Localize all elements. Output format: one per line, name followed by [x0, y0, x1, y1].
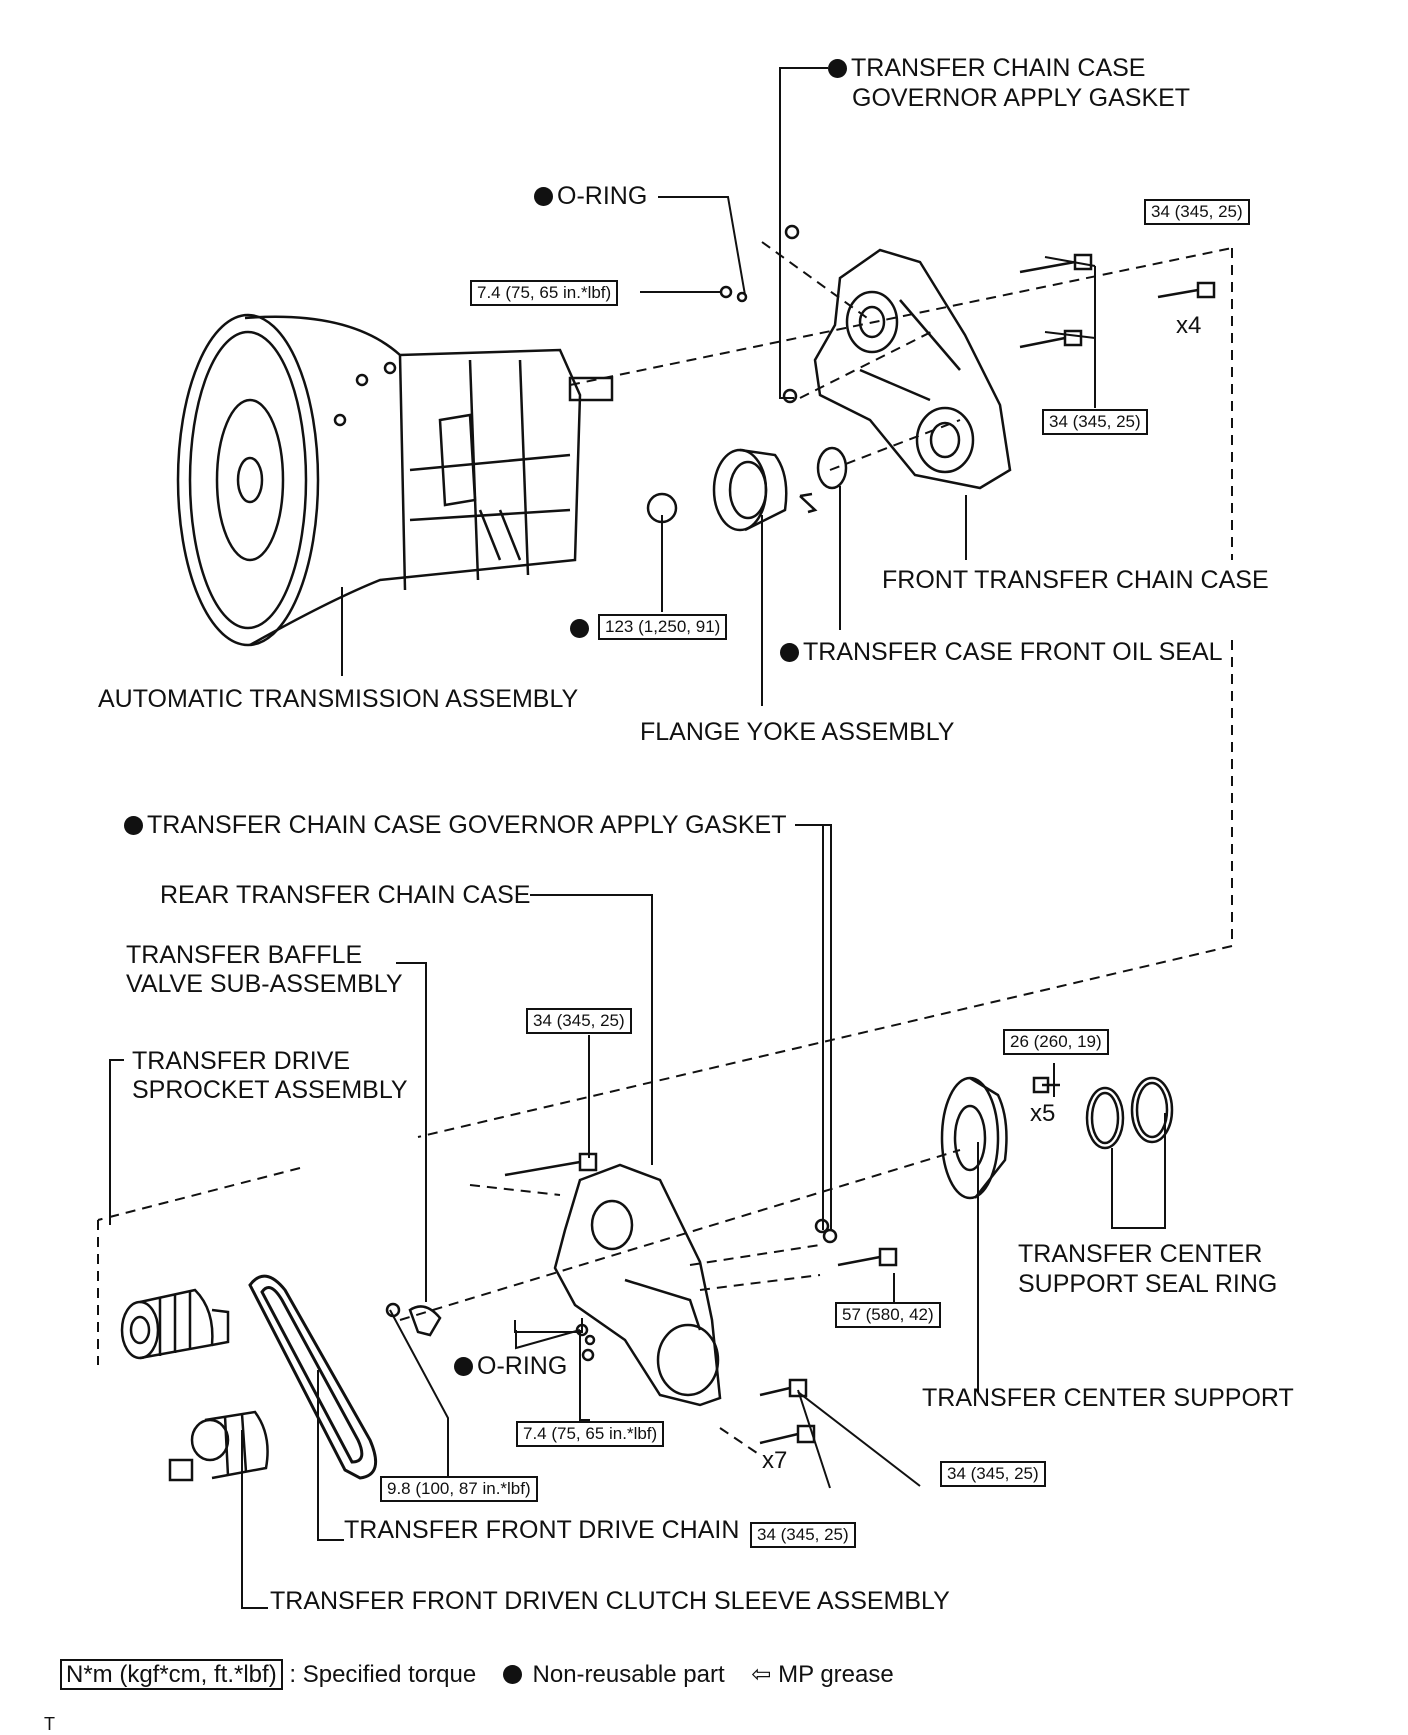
front-case-bolts-drawing: [1019, 253, 1216, 349]
nonreusable-flange-nut: [570, 614, 593, 643]
qty-x5: x5: [1030, 1100, 1056, 1127]
label-o-ring-bottom: O-RING: [454, 1352, 567, 1381]
rear-chain-case-drawing: [385, 1163, 838, 1407]
label-rear-case: REAR TRANSFER CHAIN CASE: [160, 881, 531, 909]
torque-center-support-bolts: 26 (260, 19): [1003, 1029, 1109, 1055]
torque-flange-nut: 123 (1,250, 91): [598, 614, 728, 640]
automatic-transmission-drawing: [176, 313, 614, 647]
nonreusable-dot-icon: [454, 1357, 473, 1376]
alignment-lines: [97, 241, 1233, 1456]
label-auto-trans: AUTOMATIC TRANSMISSION ASSEMBLY: [98, 685, 579, 713]
label-front-oil-seal: TRANSFER CASE FRONT OIL SEAL: [780, 638, 1223, 667]
leader-lines: [109, 67, 1166, 1609]
label-drive-sprocket-line2: SPROCKET ASSEMBLY: [132, 1076, 408, 1104]
label-center-support: TRANSFER CENTER SUPPORT: [922, 1384, 1294, 1412]
torque-rear-bolt-bottom: 34 (345, 25): [750, 1522, 856, 1548]
nonreusable-dot-icon: [534, 187, 553, 206]
label-o-ring-top: O-RING: [534, 182, 647, 211]
label-gasket-mid: TRANSFER CHAIN CASE GOVERNOR APPLY GASKE…: [124, 811, 787, 840]
legend-grease-text: MP grease: [778, 1661, 894, 1688]
qty-x7: x7: [762, 1447, 788, 1474]
legend: N*m (kgf*cm, ft.*lbf) : Specified torque…: [60, 1659, 894, 1690]
label-clutch-sleeve: TRANSFER FRONT DRIVEN CLUTCH SLEEVE ASSE…: [270, 1587, 950, 1615]
label-seal-ring: TRANSFER CENTER: [1018, 1240, 1263, 1268]
nonreusable-dot-icon: [780, 643, 799, 662]
torque-top-right: 34 (345, 25): [1144, 199, 1250, 225]
label-seal-ring-line2: SUPPORT SEAL RING: [1018, 1270, 1278, 1298]
torque-o-ring-plug-bottom: 7.4 (75, 65 in.*lbf): [516, 1421, 665, 1447]
legend-torque-text: : Specified torque: [289, 1661, 477, 1688]
drive-sprocket-drawing: [120, 1288, 230, 1360]
label-drive-sprocket: TRANSFER DRIVE: [132, 1047, 351, 1075]
torque-front-case-bolts: 34 (345, 25): [1042, 409, 1148, 435]
label-front-case: FRONT TRANSFER CHAIN CASE: [882, 566, 1269, 594]
label-gasket-top: TRANSFER CHAIN CASE: [828, 54, 1145, 83]
torque-rear-bolt-top: 34 (345, 25): [526, 1008, 632, 1034]
clutch-sleeve-drawing: [168, 1410, 269, 1482]
nonreusable-dot-icon: [570, 619, 589, 638]
front-chain-case-drawing: [719, 224, 1012, 490]
flange-parts-drawing: [646, 446, 848, 532]
torque-baffle-bolt: 9.8 (100, 87 in.*lbf): [380, 1476, 538, 1502]
label-gasket-top-line2: GOVERNOR APPLY GASKET: [852, 84, 1191, 112]
label-drive-chain: TRANSFER FRONT DRIVE CHAIN: [344, 1516, 740, 1544]
center-support-drawing: [940, 1076, 1174, 1200]
qty-x4: x4: [1176, 312, 1202, 339]
label-flange-yoke: FLANGE YOKE ASSEMBLY: [640, 718, 955, 746]
legend-nonreusable-text: Non-reusable part: [532, 1661, 725, 1688]
torque-big-bolt: 57 (580, 42): [835, 1302, 941, 1328]
label-baffle-valve-line2: VALVE SUB-ASSEMBLY: [126, 970, 403, 998]
nonreusable-dot-icon: [124, 816, 143, 835]
legend-torque-unit: N*m (kgf*cm, ft.*lbf): [60, 1659, 283, 1690]
torque-o-ring-plug-top: 7.4 (75, 65 in.*lbf): [470, 280, 619, 306]
page-mark: T: [44, 1714, 55, 1734]
nonreusable-dot-icon: [828, 59, 847, 78]
grease-arrow-icon: ⇦: [751, 1661, 772, 1688]
nonreusable-dot-icon: [502, 1665, 522, 1684]
rear-case-bolts-drawing: [504, 1076, 1060, 1445]
label-baffle-valve: TRANSFER BAFFLE: [126, 941, 363, 969]
drive-chain-drawing: [248, 1274, 378, 1480]
torque-rear-bolt-side: 34 (345, 25): [940, 1461, 1046, 1487]
